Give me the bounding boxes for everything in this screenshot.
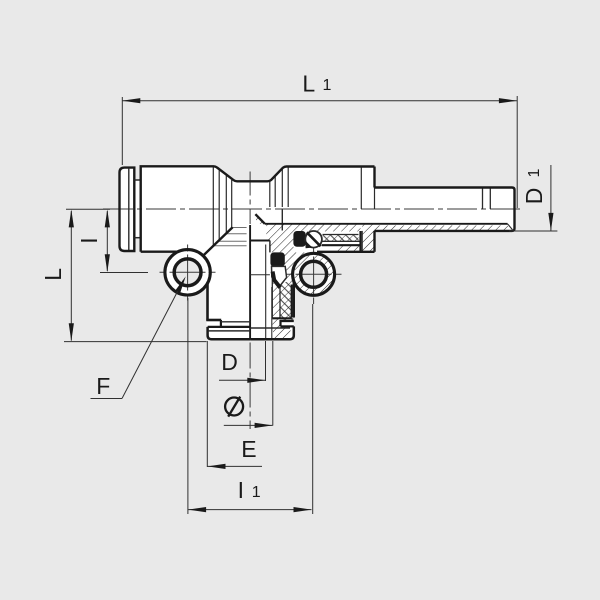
svg-text:L: L — [302, 70, 315, 96]
svg-text:D: D — [521, 188, 547, 205]
svg-text:1: 1 — [526, 169, 543, 178]
svg-text:I: I — [238, 477, 244, 503]
svg-text:1: 1 — [252, 484, 261, 501]
svg-text:L: L — [40, 268, 66, 281]
svg-text:E: E — [241, 436, 256, 462]
svg-text:1: 1 — [323, 77, 332, 94]
svg-text:F: F — [96, 373, 110, 399]
svg-text:D: D — [221, 349, 238, 375]
svg-text:I: I — [76, 237, 102, 243]
